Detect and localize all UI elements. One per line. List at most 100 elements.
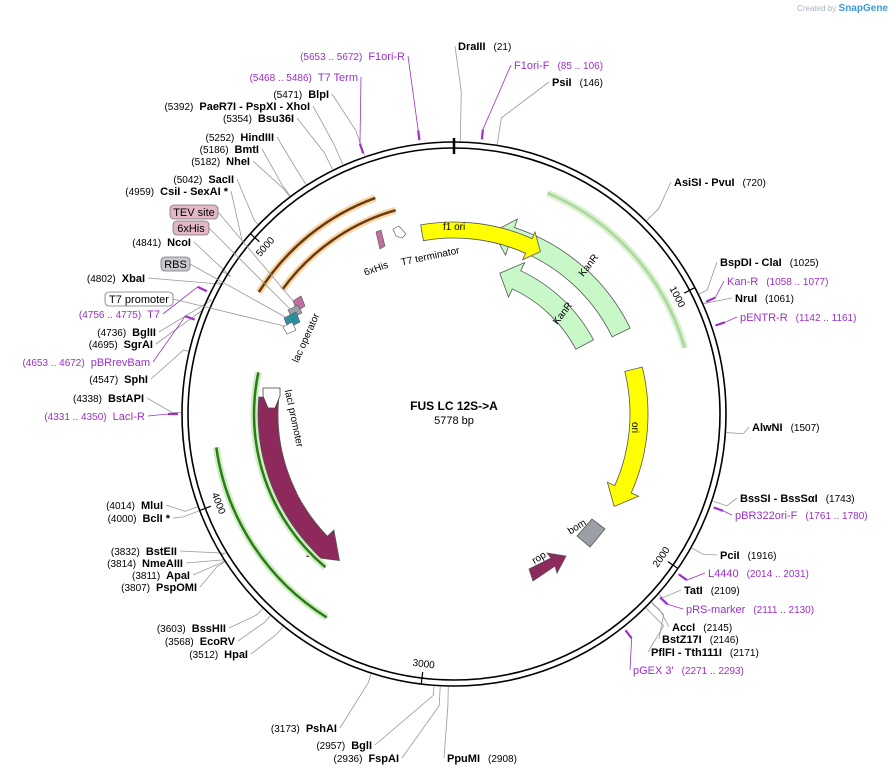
site-label[interactable]: SphI(4547) — [89, 374, 148, 386]
callout-box — [104, 291, 174, 307]
primer-name: L4440 — [708, 568, 739, 580]
site-label[interactable]: BspDI - ClaI(1025) — [720, 257, 819, 269]
site-label[interactable]: CsiI - SexAI *(4959) — [125, 186, 228, 198]
site-label[interactable]: BglI(2957) — [316, 740, 372, 752]
primer-name: pBR322ori-F — [735, 510, 798, 522]
site-label[interactable]: XbaI(4802) — [87, 273, 145, 285]
site-label[interactable]: BssHII(3603) — [157, 623, 226, 635]
primer-range: (2111 .. 2130) — [753, 605, 814, 616]
site-leader-19 — [199, 561, 225, 588]
features — [212, 189, 689, 621]
site-position: (2146) — [710, 635, 739, 646]
orf-arc-top-a-glow — [255, 194, 377, 294]
site-label[interactable]: BmtI(5186) — [200, 144, 259, 156]
primer-range: (5468 .. 5486) — [250, 73, 312, 84]
tick-3000 — [420, 672, 424, 685]
primer-label[interactable]: F1ori-R (5653 .. 5672) — [300, 51, 405, 63]
site-label[interactable]: BclI *(4000) — [108, 513, 171, 525]
tick-label-3000: 3000 — [412, 658, 436, 672]
site-position: (5186) — [200, 145, 229, 156]
primer-label[interactable]: T7 Term(5468 .. 5486) — [250, 72, 358, 84]
site-label[interactable]: HpaI(3512) — [189, 649, 248, 661]
callout-tev-site[interactable]: TEV site — [169, 204, 295, 303]
site-name: DraIII — [458, 41, 486, 53]
site-label[interactable]: SgrAI(4695) — [89, 339, 153, 351]
site-leader-13 — [401, 686, 441, 759]
site-label[interactable]: NmeAIII(3814) — [107, 558, 183, 570]
primer-leader — [724, 316, 738, 323]
site-label[interactable]: Bsu36I(5354) — [223, 113, 294, 125]
site-leader-32 — [236, 178, 259, 225]
t7-terminator-marker — [392, 225, 407, 239]
callout-rbs[interactable]: RBS — [160, 256, 288, 319]
callout-6xhis[interactable]: 6xHis — [172, 220, 292, 311]
site-label[interactable]: PshAI(3173) — [271, 723, 337, 735]
site-position: (2908) — [488, 754, 517, 765]
primer-label[interactable]: pBRrevBam(4653 .. 4672) — [22, 357, 150, 369]
site-leader-20 — [192, 560, 225, 576]
tick-4000 — [199, 505, 212, 512]
site-label[interactable]: FspAI(2936) — [334, 753, 399, 765]
site-label[interactable]: PpuMI(2908) — [447, 753, 517, 765]
site-label[interactable]: TatI(2109) — [684, 585, 740, 597]
site-label[interactable]: BstAPI(4338) — [73, 393, 144, 405]
site-leader-14 — [374, 686, 435, 746]
site-name: MluI — [141, 500, 163, 512]
primer-range: (2271 .. 2293) — [682, 666, 744, 677]
site-name: SgrAI — [124, 339, 153, 351]
site-label[interactable]: PciI(1916) — [720, 550, 776, 562]
primer-name: F1ori-R — [368, 51, 405, 63]
primer-label[interactable]: pGEX 3'(2271 .. 2293) — [633, 665, 744, 677]
site-label[interactable]: EcoRV(3568) — [165, 636, 236, 648]
f1-ori-label: f1 ori — [443, 222, 465, 233]
primer-label[interactable]: pENTR-R(1142 .. 1161) — [740, 312, 856, 324]
site-label[interactable]: AccI(2145) — [672, 622, 732, 634]
site-label[interactable]: HindIII(5252) — [205, 132, 274, 144]
site-leader-25 — [146, 397, 182, 413]
primer-label[interactable]: LacI-R(4331 .. 4350) — [44, 411, 145, 423]
site-label[interactable]: BstEII(3832) — [111, 546, 177, 558]
site-position: (1743) — [826, 494, 855, 505]
site-label[interactable]: DraIII(21) — [458, 41, 511, 53]
primer-range: (5653 .. 5672) — [300, 52, 362, 63]
primer-label[interactable]: pRS-marker(2111 .. 2130) — [686, 604, 814, 616]
callout-text: TEV site — [173, 207, 215, 219]
site-label[interactable]: PaeR7I - PspXI - XhoI(5392) — [164, 101, 310, 113]
site-label[interactable]: NruI(1061) — [735, 293, 794, 305]
site-position: (3512) — [189, 650, 218, 661]
primer-label[interactable]: F1ori-F(85 .. 106) — [514, 60, 603, 72]
primer-label[interactable]: T7(4756 .. 4775) — [79, 309, 160, 321]
site-label[interactable]: PsiI(146) — [552, 77, 603, 89]
tick-5000 — [249, 233, 260, 243]
callout-leader — [172, 298, 285, 327]
site-leader-33 — [252, 160, 290, 197]
site-label[interactable]: AlwNI(1507) — [752, 422, 819, 434]
plasmid-length: 5778 bp — [434, 415, 474, 427]
site-position: (720) — [743, 178, 766, 189]
callout-box — [160, 256, 191, 272]
site-name: BglII — [132, 327, 156, 339]
site-label[interactable]: MluI(4014) — [106, 500, 163, 512]
site-position: (3811) — [132, 571, 160, 582]
plasmid-center-label: FUS LC 12S->A 5778 bp — [410, 399, 498, 427]
site-position: (3807) — [121, 583, 150, 594]
site-label[interactable]: PflFI - Tth111I(2171) — [651, 647, 759, 659]
primer-label[interactable]: Kan-R(1058 .. 1077) — [727, 276, 828, 288]
callout-t7-promoter[interactable]: T7 promoter — [104, 291, 285, 327]
site-label[interactable]: ApaI(3811) — [132, 570, 190, 582]
site-label[interactable]: NcoI(4841) — [132, 237, 191, 249]
site-label[interactable]: BlpI(5471) — [273, 89, 329, 101]
site-label[interactable]: SacII(5042) — [173, 174, 234, 186]
primer-label[interactable]: L4440(2014 .. 2031) — [708, 568, 809, 580]
primer-leader — [482, 64, 512, 130]
site-leader-36 — [296, 117, 333, 170]
site-label[interactable]: AsiSI - PvuI(720) — [674, 177, 766, 189]
site-label[interactable]: BstZ17I(2146) — [662, 634, 739, 646]
primer-leader — [629, 638, 633, 671]
site-label[interactable]: NheI(5182) — [191, 156, 250, 168]
primer-label[interactable]: pBR322ori-F(1761 .. 1780) — [735, 510, 868, 522]
site-leader-5 — [726, 426, 750, 435]
site-label[interactable]: BssSI - BssSαI(1743) — [740, 493, 855, 505]
site-label[interactable]: BglII(4736) — [97, 327, 156, 339]
site-label[interactable]: PspOMI(3807) — [121, 582, 197, 594]
